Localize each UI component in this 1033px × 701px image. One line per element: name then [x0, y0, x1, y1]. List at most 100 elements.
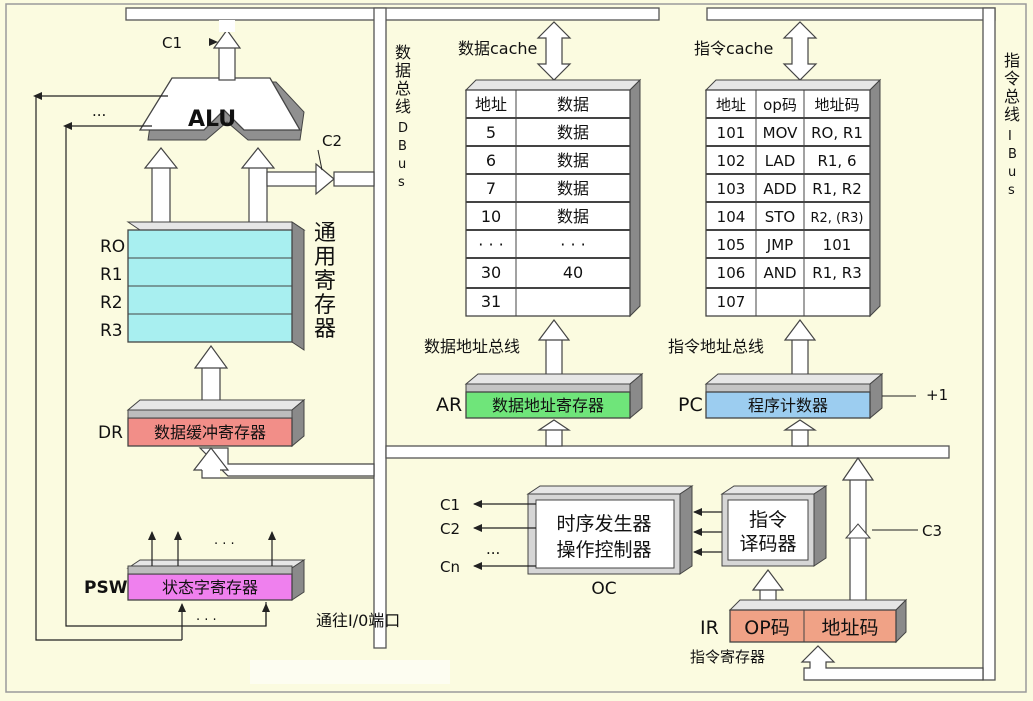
decoder-line2: 译码器	[739, 533, 796, 555]
program-counter: 程序计数器 PC	[678, 372, 884, 420]
operation-controller: 时序发生器 操作控制器 OC	[526, 485, 694, 599]
instr-table-cell: 101	[717, 124, 746, 142]
oc-output-cn: Cn	[440, 558, 460, 576]
ibus-label: 指 令 总 线 I B u s	[1004, 51, 1020, 198]
data-table-cell: · · ·	[560, 235, 585, 254]
instr-table-cell: STO	[765, 208, 796, 226]
c3-marker	[844, 523, 872, 539]
svg-text:用: 用	[314, 245, 336, 270]
svg-text:令: 令	[1004, 69, 1020, 88]
svg-text:总: 总	[395, 79, 411, 98]
instr-cache-label: 指令cache	[694, 39, 773, 58]
oc-output-c1: C1	[440, 496, 460, 514]
bus-to-pc-arrow	[783, 419, 817, 447]
instr-table-cell: AND	[763, 264, 796, 282]
instruction-register: OP码 地址码 IR 指令寄存器	[690, 598, 908, 666]
data-table-cell: 数据	[557, 123, 589, 142]
glare	[250, 660, 450, 684]
svg-text:s: s	[1008, 183, 1015, 198]
data-table-cell: 数据	[557, 151, 589, 170]
oc-output-arrows	[473, 500, 536, 570]
svg-text:u: u	[398, 157, 406, 172]
svg-text:B: B	[398, 139, 407, 154]
instruction-bus-vertical	[982, 7, 996, 681]
data-table-cell: 7	[486, 179, 496, 198]
data-addr-bus-label: 数据地址总线	[424, 337, 520, 356]
reg-r2: R2	[100, 293, 123, 313]
oc-label: OC	[591, 579, 616, 599]
bus-to-dr-arrow	[192, 447, 375, 479]
data-table-cell: 5	[486, 123, 496, 142]
instr-table-cell: R1, 6	[817, 152, 856, 170]
dr-name: 数据缓冲寄存器	[154, 423, 266, 442]
svg-text:通: 通	[314, 221, 336, 246]
svg-text:总: 总	[1004, 87, 1020, 106]
bus-to-ar-arrow	[537, 419, 571, 447]
psw-label: PSW	[84, 578, 128, 598]
instr-table-cell: 104	[717, 208, 746, 226]
data-table-cell: 6	[486, 151, 496, 170]
top-bus-right	[706, 7, 996, 21]
svg-text:据: 据	[395, 61, 411, 80]
c2-label: C2	[322, 132, 342, 150]
instr-table-cell: 103	[717, 180, 746, 198]
instr-table-cell: 101	[823, 236, 852, 254]
instr-table-cell: JMP	[766, 236, 793, 254]
oc-line2: 操作控制器	[556, 539, 651, 561]
data-bus-vertical	[373, 7, 387, 649]
instr-table-cell: 102	[717, 152, 746, 170]
ir-to-bus-arrow	[841, 456, 875, 609]
svg-text:数: 数	[395, 43, 411, 62]
reg-r1: R1	[100, 265, 123, 285]
decoder-to-oc-arrows	[693, 508, 722, 556]
data-table-cell: 数据	[557, 207, 589, 226]
instr-addr-bus-label: 指令地址总线	[668, 337, 764, 356]
psw-status-arrows	[148, 531, 276, 640]
svg-text:B: B	[1008, 147, 1017, 162]
top-bus	[125, 7, 660, 21]
instr-table-header-operand: 地址码	[814, 96, 859, 114]
svg-text:指: 指	[1004, 51, 1020, 70]
ar-name: 数据地址寄存器	[492, 396, 604, 415]
instr-cache-arrow	[782, 21, 818, 81]
instr-table-header-addr: 地址	[716, 96, 746, 114]
data-cache-arrow	[536, 21, 572, 81]
data-table-cell: 31	[481, 292, 501, 311]
feedback-ellipsis: ...	[92, 102, 106, 120]
instr-table-cell: 106	[717, 264, 746, 282]
data-table-cell: 30	[481, 263, 501, 282]
svg-text:D: D	[398, 121, 408, 136]
instr-table-cell: R1, R2	[812, 180, 861, 198]
svg-text:I: I	[1008, 129, 1012, 144]
reg-r0: RO	[100, 237, 125, 257]
data-table-cell: 数据	[557, 179, 589, 198]
instr-table-cell: 105	[717, 236, 746, 254]
instr-table-cell: RO, R1	[811, 124, 863, 142]
plus-one-label: +1	[926, 386, 948, 404]
svg-text:线: 线	[395, 97, 411, 116]
data-buffer-register: 数据缓冲寄存器 DR	[98, 398, 306, 448]
data-table-header-data: 数据	[557, 95, 589, 114]
bus-lines	[125, 7, 996, 681]
instruction-decoder: 指令 译码器	[720, 485, 828, 567]
address-register: 数据地址寄存器 AR	[436, 372, 644, 420]
svg-text:线: 线	[1004, 105, 1020, 124]
instr-table-cell: LAD	[765, 152, 796, 170]
instr-table-cell: R1, R3	[812, 264, 861, 282]
pc-label: PC	[678, 394, 703, 416]
dr-label: DR	[98, 423, 123, 443]
ar-to-data-memory-arrow	[537, 319, 571, 379]
psw-register: 状态字寄存器 PSW	[84, 559, 306, 601]
data-table-cell: 10	[481, 207, 501, 226]
ir-op-field: OP码	[744, 617, 789, 639]
svg-text:u: u	[1008, 165, 1016, 180]
data-table-header-addr: 地址	[475, 95, 507, 114]
ir-name: 指令寄存器	[690, 648, 765, 666]
instr-table-cell: MOV	[763, 124, 798, 142]
